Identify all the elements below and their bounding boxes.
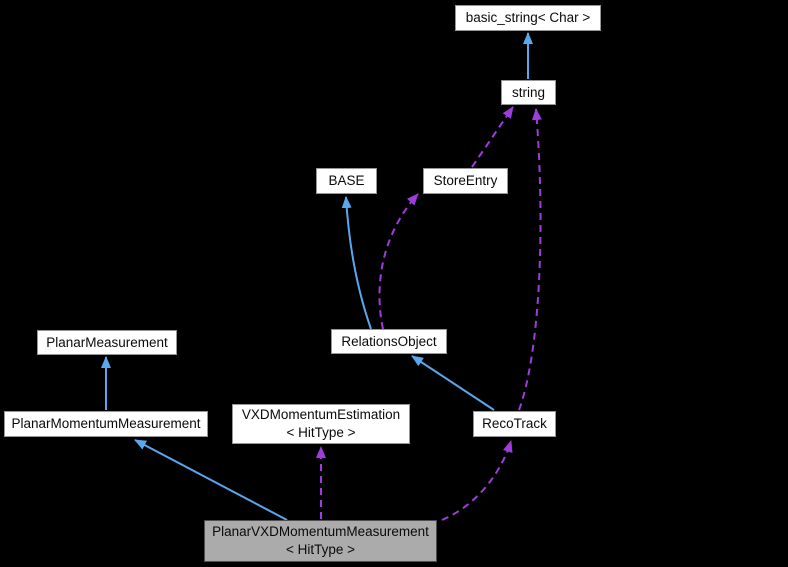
node-planar-vxd-momentum-measurement: PlanarVXDMomentumMeasurement < HitType > (204, 520, 437, 562)
node-planar-measurement[interactable]: PlanarMeasurement (37, 330, 177, 355)
node-store-entry[interactable]: StoreEntry (423, 168, 508, 194)
edge-relationsobject-base (341, 196, 372, 330)
node-vxd-momentum-estimation[interactable]: VXDMomentumEstimation < HitType > (232, 404, 410, 444)
node-relations-object[interactable]: RelationsObject (331, 329, 447, 354)
edge-recotrack-relationsobject (411, 355, 495, 411)
node-base[interactable]: BASE (316, 168, 377, 194)
node-basic-string[interactable]: basic_string< Char > (455, 5, 601, 31)
node-planar-momentum-measurement[interactable]: PlanarMomentumMeasurement (4, 411, 208, 437)
edge-planarvxd-recotrack (441, 440, 513, 521)
edge-relationsobject-storeentry (378, 193, 419, 330)
edge-recotrack-string (518, 108, 542, 411)
node-string[interactable]: string (501, 80, 556, 105)
edge-planarvxd-planarmomentummeasurement (134, 439, 288, 521)
edge-storeentry-string (471, 106, 514, 168)
node-reco-track[interactable]: RecoTrack (473, 411, 556, 437)
